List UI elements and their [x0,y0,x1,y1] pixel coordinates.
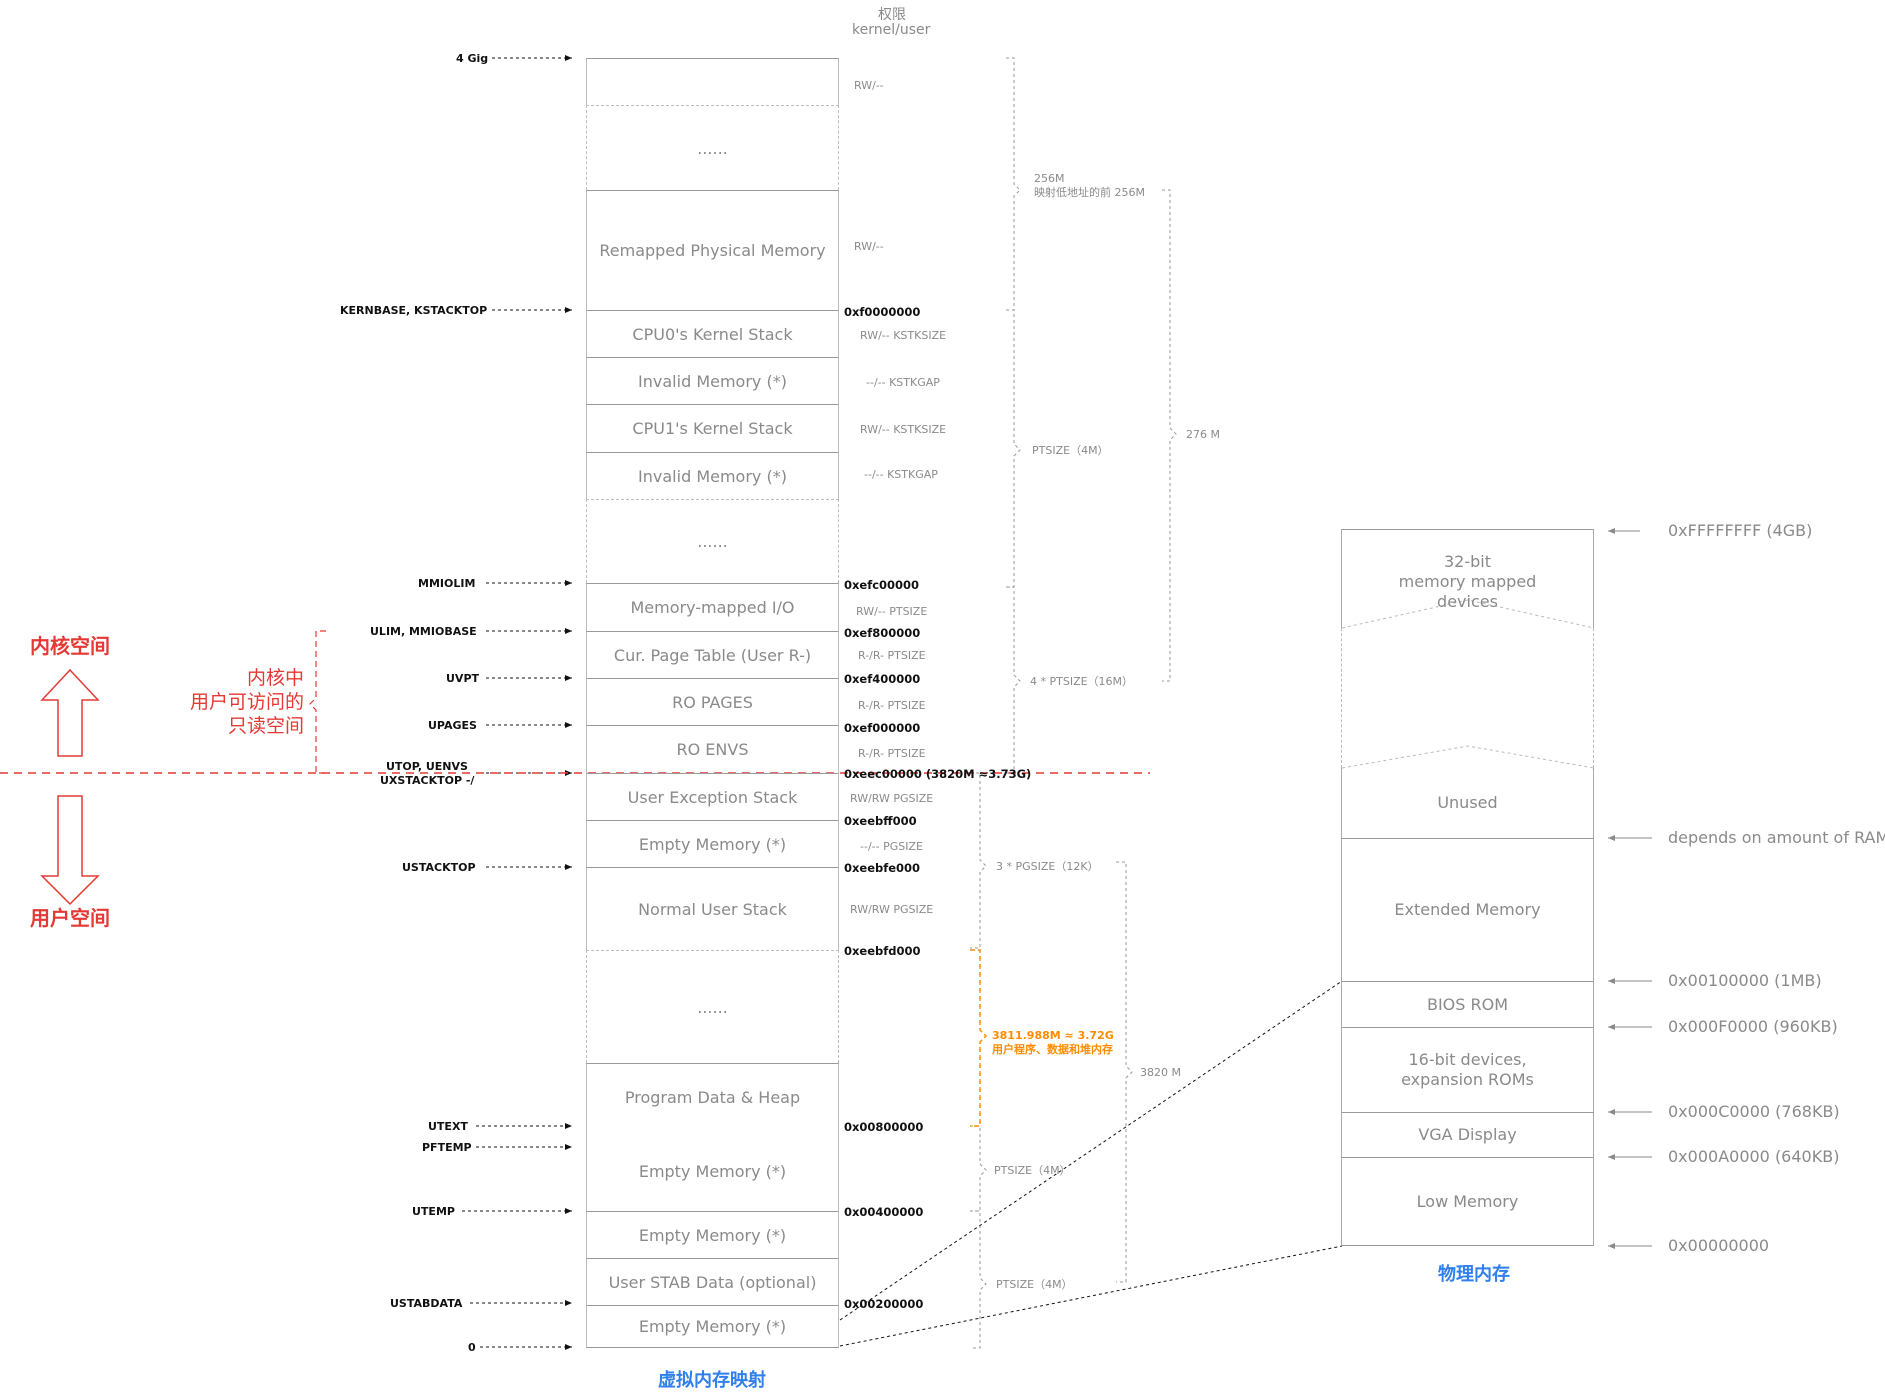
up-arrow-shape [40,668,100,757]
paddr: 0x00000000 [1668,1236,1770,1255]
perm: RW/-- KSTKSIZE [860,329,947,342]
vm-segment-ellipsis: ...... [586,499,839,583]
vaddr: 0xeec00000 (3820M ≈3.73G) [844,767,1032,781]
paddr: 0x000A0000 (640KB) [1668,1147,1840,1166]
bracket-3820m: 3820 M [1140,1066,1181,1079]
perm: R-/R- PTSIZE [858,747,926,760]
label-uvpt: UVPT [446,672,480,685]
vm-segment-top [586,58,839,105]
vm-segment-user-exception-stack: User Exception Stack [586,773,839,820]
label-mmiolim: MMIOLIM [418,577,476,590]
vaddr: 0xef400000 [844,672,921,686]
vm-segment-empty: Empty Memory (*) [586,1131,839,1211]
pm-segment-low-memory: Low Memory [1341,1157,1594,1246]
label-4gig: 4 Gig [456,52,489,65]
pm-segment-unused: Unused [1341,768,1594,838]
user-space-label: 用户空间 [30,906,110,930]
perm: R-/R- PTSIZE [858,649,926,662]
pm-segment-32bit-devices: 32-bit memory mapped devices [1341,529,1594,628]
paddr: 0x00100000 (1MB) [1668,971,1822,990]
vm-segment-empty: Empty Memory (*) [586,1305,839,1348]
label-uxstacktop: UXSTACKTOP -/ [380,774,475,787]
label-ustacktop: USTACKTOP [402,861,476,874]
label-zero: 0 [468,1341,476,1354]
vm-segment-mmio: Memory-mapped I/O [586,583,839,631]
label-utext: UTEXT [428,1120,468,1133]
down-arrow-shape [40,795,100,906]
vm-segment-remapped: Remapped Physical Memory [586,190,839,310]
vaddr: 0x00400000 [844,1205,924,1219]
perm: RW/-- [854,79,884,92]
vm-segment-user-stab: User STAB Data (optional) [586,1258,839,1305]
vm-segment-invalid: Invalid Memory (*) [586,452,839,499]
physical-memory-title: 物理内存 [1438,1264,1510,1285]
bracket-276m: 276 M [1186,428,1220,441]
perm: --/-- KSTKGAP [864,468,938,481]
perm: RW/-- [854,240,884,253]
vm-segment-program-data-heap: Program Data & Heap [586,1063,839,1131]
vm-segment-cpu0-stack: CPU0's Kernel Stack [586,310,839,357]
pm-segment-bios-rom: BIOS ROM [1341,981,1594,1027]
vm-segment-ellipsis: ...... [586,105,839,190]
vm-segment-cpu1-stack: CPU1's Kernel Stack [586,404,839,452]
vm-segment-empty: Empty Memory (*) [586,820,839,867]
readonly-bracket [309,630,326,774]
vaddr: 0xefc00000 [844,578,920,592]
vaddr: 0xef800000 [844,626,921,640]
label-kernbase: KERNBASE, KSTACKTOP [340,304,488,317]
perm-title: 权限 [878,7,906,23]
label-upages: UPAGES [428,719,477,732]
vaddr: 0xf0000000 [844,305,921,319]
orange-bracket [970,949,988,1127]
vm-segment-cur-page-table: Cur. Page Table (User R-) [586,631,839,678]
pm-segment-extended: Extended Memory [1341,838,1594,981]
virtual-memory-title: 虚拟内存映射 [658,1370,766,1391]
vaddr: 0x00200000 [844,1297,924,1311]
label-utop: UTOP, UENVS [386,760,468,773]
vm-segment-ro-pages: RO PAGES [586,678,839,725]
label-pftemp: PFTEMP [422,1141,472,1154]
bracket-pt2: PTSIZE（4M） [996,1278,1073,1291]
vm-segment-normal-user-stack: Normal User Stack [586,867,839,950]
readonly-space-label: 内核中 用户可访问的 只读空间 [189,667,304,737]
bracket-ptsize: PTSIZE（4M） [1032,444,1109,457]
bracket-256m: 256M 映射低地址的前 256M [1034,172,1145,199]
bracket-16m: 4 * PTSIZE（16M） [1030,675,1134,688]
perm: R-/R- PTSIZE [858,699,926,712]
perm: RW/-- PTSIZE [856,605,928,618]
perm-subtitle: kernel/user [852,22,931,38]
vm-segment-ro-envs: RO ENVS [586,725,839,773]
paddr: 0x000C0000 (768KB) [1668,1102,1840,1121]
vaddr: 0xeebfd000 [844,944,921,958]
pm-segment-vga: VGA Display [1341,1112,1594,1157]
perm: RW/RW PGSIZE [850,792,934,805]
paddr: 0xFFFFFFFF (4GB) [1668,521,1813,540]
label-ulim: ULIM, MMIOBASE [370,625,477,638]
vaddr: 0x00800000 [844,1120,924,1134]
bracket-12k: 3 * PGSIZE（12K） [996,860,1099,873]
vm-segment-empty: Empty Memory (*) [586,1211,839,1258]
paddr: 0x000F0000 (960KB) [1668,1017,1838,1036]
label-utemp: UTEMP [412,1205,455,1218]
perm: --/-- PGSIZE [860,840,923,853]
perm: RW/-- KSTKSIZE [860,423,947,436]
vm-segment-ellipsis: ...... [586,950,839,1063]
perm: --/-- KSTKGAP [866,376,940,389]
bracket-pt1: PTSIZE（4M） [994,1164,1071,1177]
bracket-orange: 3811.988M ≈ 3.72G 用户程序、数据和堆内存 [992,1029,1114,1056]
kernel-space-label: 内核空间 [30,634,110,658]
vaddr: 0xef000000 [844,721,921,735]
label-ustabdata: USTABDATA [390,1297,463,1310]
perm: RW/RW PGSIZE [850,903,934,916]
vm-segment-invalid: Invalid Memory (*) [586,357,839,404]
vaddr: 0xeebff000 [844,814,917,828]
vaddr: 0xeebfe000 [844,861,921,875]
pm-segment-gap [1341,628,1594,768]
paddr: depends on amount of RAM [1668,828,1885,847]
pm-segment-16bit-devices: 16-bit devices, expansion ROMs [1341,1027,1594,1112]
